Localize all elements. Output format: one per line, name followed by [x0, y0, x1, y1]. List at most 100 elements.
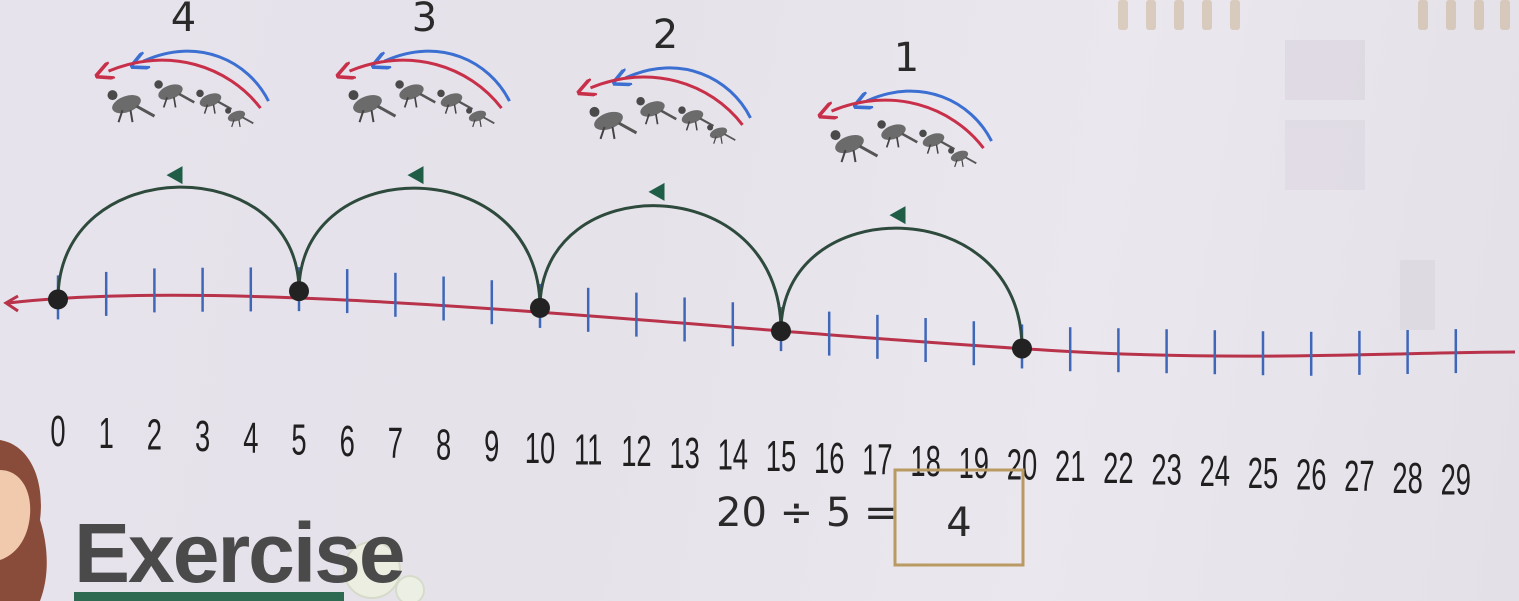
jump-arcs [56, 166, 1024, 349]
kangaroo-head [589, 106, 600, 117]
kangaroo-legs [599, 126, 616, 140]
arc-arrow-left-icon [648, 182, 665, 201]
equation: 20 ÷ 5 = 4 [716, 468, 1025, 567]
point-0 [48, 289, 68, 310]
tick-label-11: 11 [574, 425, 602, 474]
kangaroo-legs [403, 96, 418, 108]
kangaroo-head [154, 80, 163, 89]
arc-arrow-left-icon [407, 166, 424, 185]
kangaroo-head [636, 97, 645, 106]
kangaroo-group-icon [589, 66, 752, 144]
blue-arrow-left-icon [626, 66, 752, 119]
kangaroo-head [225, 107, 232, 114]
equation-text: 20 ÷ 5 = [716, 490, 898, 536]
tick-label-26: 26 [1296, 450, 1326, 499]
tick-label-15: 15 [766, 432, 796, 481]
red-arrow-left-icon [832, 98, 985, 150]
kangaroo-head [196, 89, 204, 98]
kangaroo-head [830, 130, 841, 141]
blue-arrow-left-icon [144, 49, 270, 102]
arc-arrow-left-icon [889, 206, 906, 225]
kangaroo-head [437, 89, 445, 98]
kangaroo-legs [472, 119, 482, 128]
tick-label-18: 18 [910, 437, 940, 486]
marked-points [48, 281, 1032, 359]
tick-label-4: 4 [243, 413, 258, 462]
tick-label-8: 8 [436, 420, 451, 469]
kangaroo-legs [954, 159, 964, 168]
kangaroo-tail [483, 116, 495, 125]
kangaroo-head [348, 90, 359, 101]
kangaroo-head [948, 147, 955, 154]
tick-label-6: 6 [340, 417, 355, 466]
jump-label-2: 2 [653, 12, 678, 58]
kangaroo-body [640, 101, 665, 117]
red-arrow-left-icon [591, 75, 744, 126]
jump-label-3: 3 [412, 0, 437, 41]
arc-arrow-left-icon [166, 166, 183, 185]
tick-label-9: 9 [484, 422, 499, 471]
tick-label-29: 29 [1441, 455, 1471, 504]
tick-label-14: 14 [718, 430, 748, 479]
kangaroo-body [353, 95, 382, 114]
kangaroo-body [440, 93, 463, 107]
kangaroo-head [707, 124, 714, 131]
tick-label-3: 3 [195, 412, 210, 461]
jump-label-4: 4 [171, 0, 196, 41]
red-arrow-left-icon [109, 58, 262, 110]
kangaroo-tail [940, 140, 956, 151]
tick-label-1: 1 [99, 408, 114, 457]
kangaroo-tail [242, 116, 254, 125]
kangaroo-legs [358, 109, 375, 123]
point-10 [530, 297, 550, 318]
jump-arc-5-to-0 [56, 185, 301, 300]
tick-marks [56, 267, 1458, 376]
kangaroo-head [107, 90, 118, 101]
answer-box [893, 468, 1025, 567]
tick-label-24: 24 [1200, 447, 1230, 496]
point-5 [289, 281, 309, 302]
jump-arc-10-to-5 [297, 186, 542, 308]
kangaroo-body [881, 124, 906, 140]
kangaroo-body [922, 133, 945, 147]
kangaroo-body [227, 110, 246, 122]
tick-label-22: 22 [1103, 443, 1133, 492]
kangaroo-group-icon [830, 89, 993, 168]
tick-label-12: 12 [621, 427, 651, 476]
tick-label-10: 10 [525, 423, 555, 472]
kangaroo-legs [885, 136, 900, 148]
exercise-heading: Exercise [74, 506, 404, 600]
kangaroo-body [399, 84, 424, 100]
bubble-decoration [343, 541, 425, 601]
kangaroo-head [395, 80, 404, 89]
point-15 [771, 321, 791, 342]
kangaroo-body [681, 110, 704, 124]
kangaroo-body [950, 150, 969, 162]
kangaroo-illustrations [107, 49, 993, 168]
kangaroo-legs [685, 121, 698, 131]
kangaroo-legs [117, 109, 134, 123]
point-20 [1012, 338, 1032, 359]
kangaroo-tail [965, 156, 977, 165]
kangaroo-legs [162, 96, 177, 108]
kangaroo-legs [713, 136, 723, 144]
tick-label-2: 2 [147, 410, 162, 459]
jump-arc-15-to-10 [538, 204, 783, 332]
kangaroo-body [468, 110, 487, 122]
tick-label-19: 19 [959, 438, 989, 487]
kangaroo-body [199, 93, 222, 107]
tick-label-5: 5 [291, 415, 306, 464]
kangaroo-legs [203, 104, 216, 114]
kangaroo-tail [660, 109, 677, 121]
tick-label-23: 23 [1151, 445, 1181, 494]
kangaroo-tail [178, 92, 195, 104]
kangaroo-body [158, 84, 183, 100]
kangaroo-legs [926, 144, 939, 154]
tick-label-28: 28 [1392, 453, 1422, 502]
tick-label-17: 17 [862, 435, 892, 484]
kangaroo-tail [458, 100, 474, 111]
kangaroo-body [112, 95, 141, 114]
tick-label-13: 13 [669, 428, 699, 477]
kangaroo-group-icon [348, 49, 511, 128]
answer-value: 4 [946, 500, 971, 546]
